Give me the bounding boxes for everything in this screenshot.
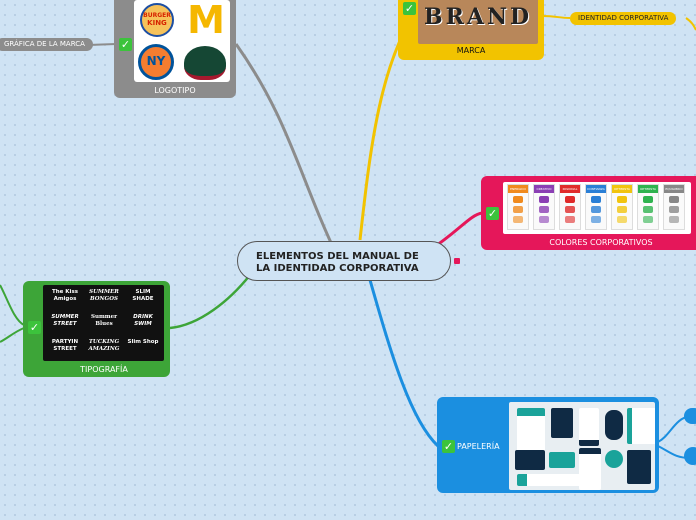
brand-swatch-icon — [565, 206, 575, 213]
color-column-header: PASIONAL — [560, 185, 580, 193]
papeleria-label: PAPELERÍA — [457, 442, 500, 451]
brand-swatch-icon — [565, 216, 575, 223]
brand-swatch-icon — [617, 196, 627, 203]
papeleria-child-2[interactable] — [684, 447, 696, 465]
color-column: CONFIANZA — [585, 184, 607, 230]
typography-sample: PARTYIN STREET — [47, 339, 83, 361]
brand-swatch-icon — [591, 216, 601, 223]
color-column-header: OPTIMISTA — [612, 185, 632, 193]
color-column: EQUILIBRIO — [663, 184, 685, 230]
check-icon: ✓ — [119, 38, 132, 51]
color-column-header: CREATIVO — [534, 185, 554, 193]
papeleria-node[interactable]: ✓ PAPELERÍA — [437, 397, 659, 493]
identidad-corporativa-label[interactable]: IDENTIDAD CORPORATIVA — [570, 12, 676, 25]
typography-sample: Summer Blues — [86, 314, 122, 336]
burger-king-logo: BURGER KING — [140, 3, 174, 37]
color-column-header: OPTIMISTA — [638, 185, 658, 193]
brand-swatch-icon — [539, 206, 549, 213]
color-column-header: ENERGICO — [508, 185, 528, 193]
papeleria-child-1[interactable] — [684, 408, 696, 424]
brand-swatch-icon — [513, 216, 523, 223]
color-column-header: EQUILIBRIO — [664, 185, 684, 193]
brand-swatch-icon — [669, 196, 679, 203]
islanders-logo: NY — [138, 44, 174, 80]
color-column: ENERGICO — [507, 184, 529, 230]
check-icon: ✓ — [442, 440, 455, 453]
marca-label: MARCA — [398, 46, 544, 55]
brand-swatch-icon — [643, 216, 653, 223]
typography-sample: TUCKING AMAZING — [86, 339, 122, 361]
central-title-line2: LA IDENTIDAD CORPORATIVA — [256, 263, 419, 274]
typography-sample: The Kiss Amigos — [47, 289, 83, 311]
mcdonalds-logo: M — [186, 2, 226, 38]
central-title-line1: ELEMENTOS DEL MANUAL DE — [256, 251, 419, 262]
collapse-marker[interactable] — [454, 258, 460, 264]
brand-swatch-icon — [591, 206, 601, 213]
brand-swatch-icon — [617, 206, 627, 213]
typography-sample: Slim Shop — [125, 339, 161, 361]
colores-corporativos-node[interactable]: ✓ ENERGICO CREATIVO PASIONAL CONFIANZA OPTIM… — [481, 176, 696, 250]
check-icon: ✓ — [28, 321, 41, 334]
grafica-label[interactable]: GRÁFICA DE LA MARCA — [0, 38, 93, 51]
color-column: OPTIMISTA — [637, 184, 659, 230]
marca-node[interactable]: ✓ BRAND MARCA — [398, 0, 544, 60]
typography-sample: SLIM SHADE — [125, 289, 161, 311]
color-column: OPTIMISTA — [611, 184, 633, 230]
typography-sample: DRINK SWIM — [125, 314, 161, 336]
brand-swatch-icon — [539, 216, 549, 223]
brand-swatch-icon — [643, 196, 653, 203]
brand-swatch-icon — [539, 196, 549, 203]
brand-swatch-icon — [513, 206, 523, 213]
brand-swatch-icon — [669, 216, 679, 223]
colores-label: COLORES CORPORATIVOS — [481, 238, 696, 247]
typography-sample: SUMMER BONGOS — [86, 289, 122, 311]
color-column-header: CONFIANZA — [586, 185, 606, 193]
brand-letters: BRAND — [424, 4, 532, 30]
brand-swatch-icon — [591, 196, 601, 203]
wild-logo — [184, 46, 226, 80]
papeleria-image — [509, 402, 655, 490]
typography-sample: SUMMER STREET — [47, 314, 83, 336]
central-topic[interactable]: ELEMENTOS DEL MANUAL DE LA IDENTIDAD COR… — [237, 241, 451, 281]
brand-swatch-icon — [513, 196, 523, 203]
brand-swatch-icon — [669, 206, 679, 213]
color-column: CREATIVO — [533, 184, 555, 230]
tipografia-label: TIPOGRAFÍA — [23, 365, 185, 374]
marca-image: BRAND — [418, 0, 538, 44]
logotipo-label: LOGOTIPO — [114, 86, 236, 95]
check-icon: ✓ — [403, 2, 416, 15]
check-icon: ✓ — [486, 207, 499, 220]
brand-swatch-icon — [617, 216, 627, 223]
logotipo-image: BURGER KING M NY — [134, 0, 230, 82]
brand-swatch-icon — [565, 196, 575, 203]
color-column: PASIONAL — [559, 184, 581, 230]
colores-image: ENERGICO CREATIVO PASIONAL CONFIANZA OPTIMIS… — [503, 182, 691, 234]
brand-swatch-icon — [643, 206, 653, 213]
logotipo-node[interactable]: ✓ BURGER KING M NY LOGOTIPO — [114, 0, 236, 98]
